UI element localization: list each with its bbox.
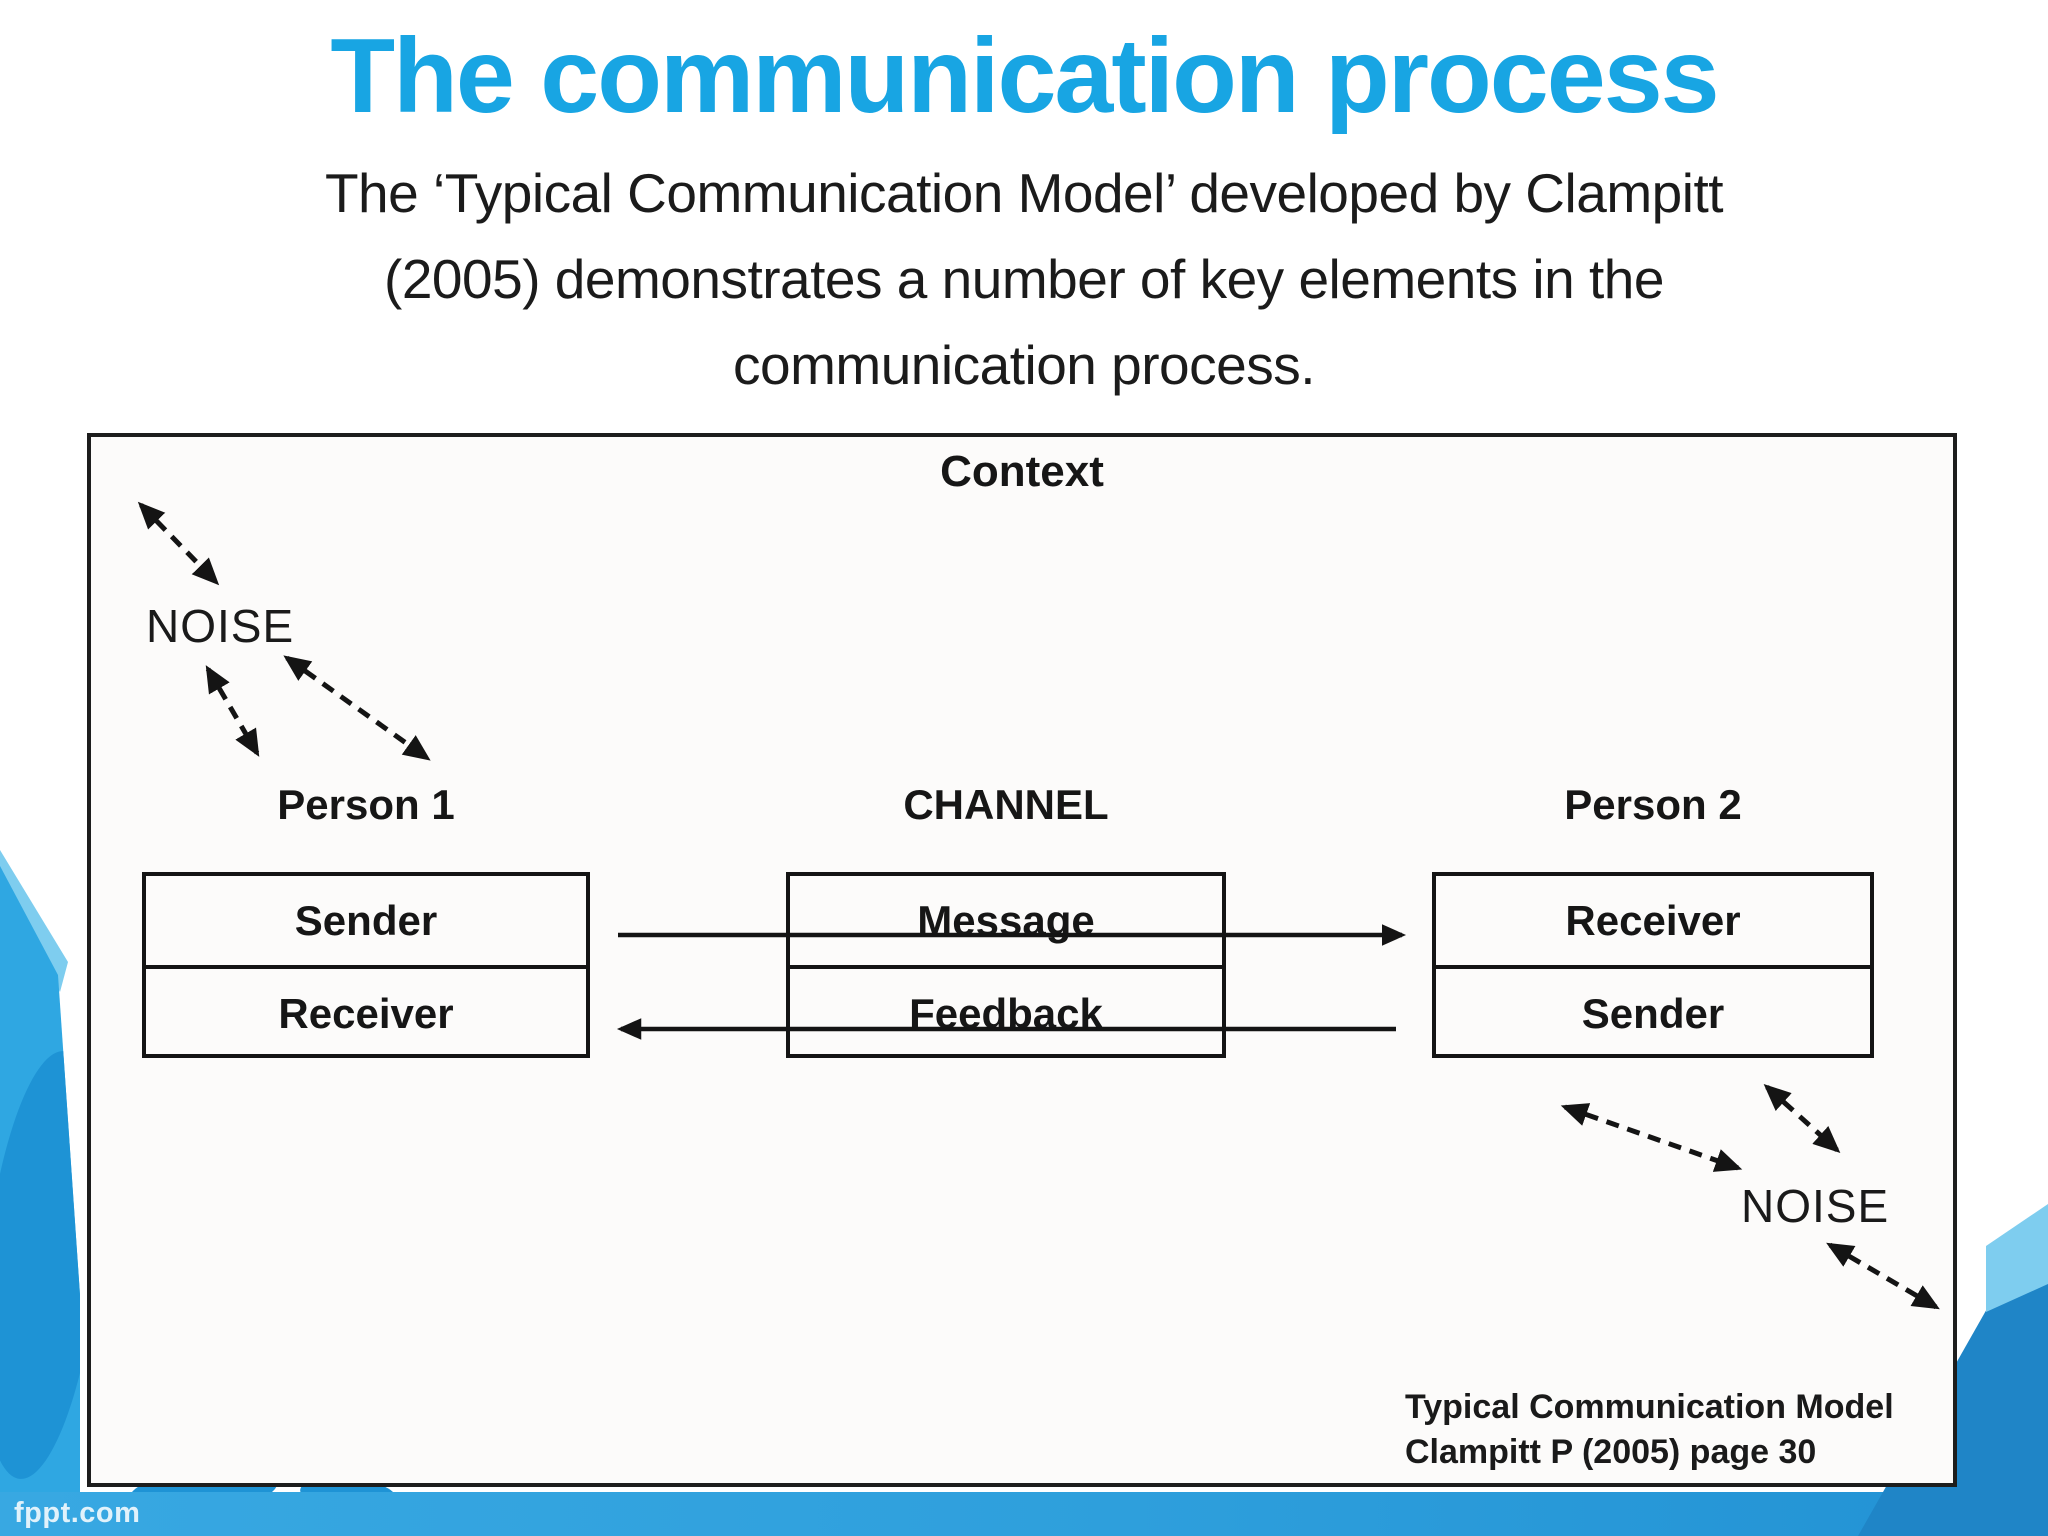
slide-subtitle: The ‘Typical Communication Model’ develo… (0, 150, 2048, 408)
subtitle-line: (2005) demonstrates a number of key elem… (384, 248, 1664, 310)
noise-label-top-left: NOISE (146, 600, 295, 652)
fppt-watermark: fppt.com (14, 1497, 141, 1529)
figure-arrows-layer (137, 501, 1940, 1310)
noise-label-bottom-right: NOISE (1741, 1180, 1890, 1232)
person1-receiver-cell: Receiver (278, 989, 454, 1037)
noise-arrow-icon (283, 655, 431, 761)
person2-receiver-cell: Receiver (1436, 876, 1870, 969)
person1-sender-cell: Sender (146, 876, 586, 969)
citation-line: Clampitt P (2005) page 30 (1405, 1433, 1817, 1471)
subtitle-line: The ‘Typical Communication Model’ develo… (324, 162, 1724, 224)
noise-arrow-icon (1826, 1242, 1940, 1310)
person2-box: Receiver Sender (1432, 872, 1874, 1058)
bottom-accent-strip (0, 1492, 2048, 1536)
context-label: Context (940, 447, 1104, 496)
person2-sender-cell: Sender (1581, 989, 1725, 1037)
noise-arrow-icon (137, 501, 220, 586)
noise-arrow-icon (205, 665, 260, 757)
noise-arrow-icon (1560, 1103, 1743, 1172)
channel-heading: CHANNEL (903, 781, 1109, 828)
person2-heading: Person 2 (1564, 781, 1742, 828)
person1-box: Sender Receiver (142, 872, 590, 1058)
figure-citation: Typical Communication Model Clampitt P (… (1405, 1385, 1894, 1475)
noise-arrow-icon (1763, 1083, 1841, 1154)
subtitle-line: communication process. (732, 334, 1316, 396)
communication-model-figure: Context NOISE NOISE Person 1 CHANNEL Per… (87, 433, 1957, 1487)
person1-heading: Person 1 (277, 781, 455, 828)
citation-line: Typical Communication Model (1405, 1388, 1894, 1426)
slide-title: The communication process (330, 17, 1719, 135)
